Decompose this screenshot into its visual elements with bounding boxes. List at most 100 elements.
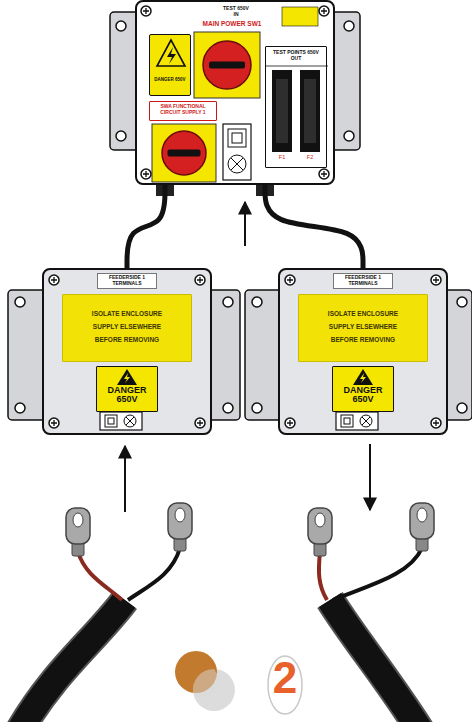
drawing-part <box>143 8 149 14</box>
drawing-part <box>362 417 370 425</box>
drawing-part <box>116 131 126 141</box>
panel-text: FEEDERSIDE 1 TERMINALS <box>333 273 393 289</box>
panel-text: SWA FUNCTIONAL CIRCUIT SUPPLY 1 <box>151 104 215 116</box>
mounting-flange <box>8 268 240 435</box>
drawing-part <box>300 70 320 152</box>
panel-text: F1 <box>272 154 292 160</box>
armoured-cable <box>265 185 363 268</box>
panel-text: ISOLATE ENCLOSURE SUPPLY ELSEWHERE BEFOR… <box>85 307 169 346</box>
drawing-part <box>135 0 335 185</box>
drawing-part <box>287 420 293 426</box>
drawing-part <box>223 403 233 413</box>
drawing-part <box>193 669 235 711</box>
panel-text: TEST POINTS 650V OUT <box>268 50 324 62</box>
supply-cable <box>20 548 422 722</box>
drawing-part <box>285 275 295 285</box>
drawing-part <box>124 415 136 427</box>
drawing-part <box>266 66 328 67</box>
drawing-part <box>168 503 192 539</box>
drawing-part <box>431 418 441 428</box>
panel-text: F2 <box>300 154 320 160</box>
drawing-part <box>157 40 185 66</box>
drawing-part <box>360 373 366 383</box>
drawing-part <box>360 415 372 427</box>
panel-text: DANGER 650V <box>151 77 189 82</box>
drawing-part <box>209 62 245 69</box>
cable-lug <box>66 503 434 556</box>
drawing-part <box>124 446 126 512</box>
mounting-flange <box>110 0 360 185</box>
drawing-part <box>276 79 288 143</box>
drawing-part <box>228 155 246 173</box>
drawing-part <box>15 403 25 413</box>
drawing-part <box>287 277 293 283</box>
drawing-part <box>117 369 137 385</box>
drawing-part <box>353 369 373 385</box>
drawing-part <box>143 171 149 177</box>
terminal-box: FEEDERSIDE 1 TERMINALSISOLATE ENCLOSURE … <box>278 268 448 435</box>
drawing-part <box>282 7 318 26</box>
panel-text: FEEDERSIDE 1 TERMINALS <box>97 273 157 289</box>
symbol-art <box>266 66 328 152</box>
drawing-part <box>20 600 125 722</box>
cable-gland <box>156 185 274 196</box>
drawing-part <box>197 277 203 283</box>
switch-enclosure: TEST 650V INMAIN POWER SW1DANGER 650VSWA… <box>135 0 335 185</box>
drawing-part <box>330 600 420 722</box>
drawing-part <box>228 129 246 147</box>
drawing-part <box>457 297 467 307</box>
symbol-art <box>150 35 190 95</box>
drawing-part <box>344 131 354 141</box>
drawing-part <box>244 202 246 246</box>
drawing-part <box>457 403 467 413</box>
drawing-part <box>73 513 83 527</box>
drawing-part <box>231 158 243 170</box>
drawing-part <box>268 656 302 714</box>
panel-text: MAIN POWER SW1 <box>191 20 273 27</box>
drawing-part <box>252 297 262 307</box>
drawing-part <box>108 418 114 424</box>
drawing-part <box>223 124 251 180</box>
drawing-part <box>203 41 251 89</box>
drawing-part <box>285 418 295 428</box>
drawing-part <box>175 508 185 522</box>
symbol-art <box>141 6 329 182</box>
drawing-part <box>49 418 59 428</box>
drawing-part <box>15 297 25 307</box>
drawing-part <box>128 548 180 600</box>
drawing-part <box>433 277 439 283</box>
symbol-art <box>285 275 441 430</box>
drawing-part <box>315 513 325 527</box>
symbol-art <box>117 369 137 385</box>
drawing-part <box>193 669 219 695</box>
drawing-part <box>333 548 422 600</box>
drawing-part <box>431 275 441 285</box>
drawing-part <box>197 420 203 426</box>
drawing-part <box>232 133 242 143</box>
drawing-part <box>321 8 327 14</box>
drawing-part <box>319 552 327 600</box>
drawing-part <box>319 169 329 179</box>
drawing-part <box>304 79 316 143</box>
drawing-part <box>66 508 90 544</box>
drawing-part <box>124 373 130 383</box>
drawing-part <box>126 417 134 425</box>
drawing-part <box>105 415 117 427</box>
drawing-part <box>162 131 206 175</box>
drawing-part <box>278 268 448 435</box>
symbol-art <box>157 40 185 66</box>
drawing-part <box>319 6 329 16</box>
drawing-part <box>152 124 216 182</box>
drawing-part <box>410 503 434 539</box>
drawing-part <box>195 418 205 428</box>
armoured-cable <box>127 185 165 268</box>
circuit-label: SWA FUNCTIONAL CIRCUIT SUPPLY 1 <box>149 101 217 121</box>
drawing-part <box>272 70 292 152</box>
symbol-art <box>266 47 326 167</box>
test-point-panel: TEST POINTS 650V OUT F1 F2 <box>265 46 327 168</box>
drawing-part <box>141 169 151 179</box>
drawing-part <box>51 420 57 426</box>
drawing-part <box>308 508 332 544</box>
drawing-part <box>20 600 125 722</box>
drawing-part <box>141 6 151 16</box>
